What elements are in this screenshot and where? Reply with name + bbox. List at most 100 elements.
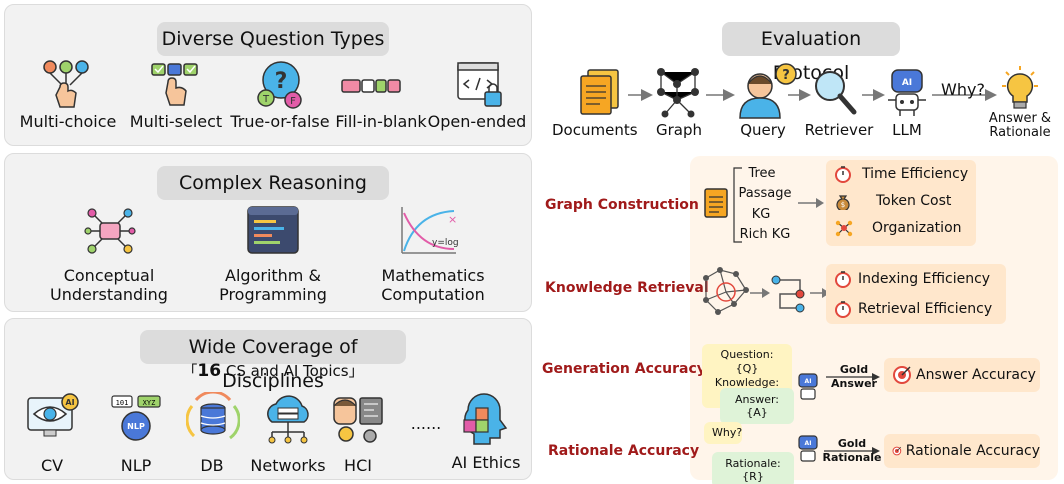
algorithm-label-line1: Algorithm & — [225, 266, 321, 285]
answer-accuracy-text: Answer Accuracy — [916, 367, 1036, 383]
knowledge-retrieval-arrow — [750, 288, 770, 298]
graph-icon — [657, 68, 699, 118]
mathematics-computation-icon: × y=log — [401, 207, 459, 254]
gold-rationale-line1: Gold — [837, 437, 867, 450]
metric-retrieval-efficiency: Retrieval Efficiency — [858, 301, 993, 317]
mathematics-label-line2: Computation — [381, 285, 485, 304]
graph-construction-arrow — [798, 198, 824, 208]
rationale-bubble: Rationale: {R} — [712, 452, 794, 484]
protocol-title: Evaluation Protocol — [722, 22, 900, 84]
disciplines-ellipsis: ...... — [410, 414, 442, 433]
true-or-false-icon: ? T F — [257, 61, 302, 109]
fill-in-blank-icon — [341, 79, 401, 93]
algorithm-label-line2: Programming — [219, 285, 327, 304]
subtitle-rest: CS and AI Topics」 — [221, 362, 364, 380]
graph-type-kg: KG — [751, 207, 771, 222]
answer-rationale-line2: Rationale — [989, 125, 1051, 140]
true-or-false-label: True-or-false — [230, 112, 330, 131]
networks-label: Networks — [250, 456, 326, 475]
svg-text:×: × — [448, 213, 457, 226]
knowledge-retrieval-metrics: Indexing Efficiency Retrieval Efficiency — [826, 264, 1006, 324]
retrieval-path-icon — [771, 275, 805, 313]
rationale-accuracy-metric: Rationale Accuracy — [884, 434, 1040, 468]
metric-token-cost: Token Cost — [876, 192, 952, 209]
why-bubble: Why? — [704, 422, 742, 444]
gold-answer-line2: Answer — [831, 377, 877, 390]
ai-ethics-label: AI Ethics — [451, 453, 521, 472]
llm-label: LLM — [892, 121, 922, 139]
db-label: DB — [200, 456, 224, 475]
documents-icon — [580, 69, 619, 115]
hci-icon — [333, 397, 383, 443]
generation-accuracy-label: Generation Accuracy — [542, 361, 706, 377]
gold-answer-line1: Gold — [839, 363, 869, 376]
svg-text:?: ? — [275, 69, 288, 94]
svg-text:AI: AI — [805, 378, 812, 385]
true-letter: T — [262, 94, 270, 105]
rationale-robot-icon: AI — [798, 435, 818, 462]
metric-indexing-efficiency: Indexing Efficiency — [858, 271, 991, 287]
graph-construction-doc-icon — [704, 188, 728, 218]
question-types-title: Diverse Question Types — [157, 22, 389, 56]
metric-time-efficiency: Time Efficiency — [862, 165, 969, 182]
disciplines-subtitle: 「16 CS and AI Topics」 — [160, 362, 386, 381]
topic-count: 16 — [197, 361, 222, 381]
knowledge-retrieval-label: Knowledge Retrieval — [545, 280, 709, 296]
retriever-magnifier-icon — [815, 71, 857, 115]
retriever-label: Retriever — [804, 121, 874, 139]
rationale-accuracy-text: Rationale Accuracy — [905, 443, 1040, 459]
why-label: Why? — [941, 80, 985, 99]
hci-label: HCI — [344, 456, 372, 475]
organization-icon — [835, 220, 853, 236]
graph-type-passage: Passage — [738, 186, 792, 201]
graph-construction-metrics: Time Efficiency $ Token Cost Organizatio… — [826, 160, 976, 246]
question-text: Question: {Q} — [720, 348, 774, 375]
conceptual-label-line2: Understanding — [50, 285, 168, 304]
nlp-icon: 101 XYZ NLP — [111, 395, 161, 441]
svg-text:NLP: NLP — [127, 422, 145, 431]
cv-label: CV — [40, 456, 64, 475]
conceptual-label-line1: Conceptual — [63, 266, 155, 285]
svg-text:101: 101 — [116, 399, 129, 407]
networks-icon — [267, 395, 309, 444]
graph-type-bracket — [733, 167, 742, 243]
conceptual-understanding-icon — [84, 208, 136, 254]
disciplines-title: Wide Coverage of Disciplines — [140, 330, 406, 392]
db-icon — [186, 392, 240, 440]
lightbulb-icon — [1002, 66, 1038, 109]
open-ended-label: Open-ended — [427, 112, 527, 131]
svg-text:AI: AI — [65, 398, 74, 407]
cv-icon: AI — [27, 393, 79, 437]
multi-choice-label: Multi-choice — [19, 112, 117, 131]
algorithm-programming-icon — [247, 206, 299, 254]
graph-label: Graph — [655, 121, 702, 139]
graph-type-tree: Tree — [748, 166, 776, 181]
svg-text:$: $ — [841, 201, 845, 209]
query-user-icon: ? — [739, 63, 797, 119]
money-bag-icon: $ — [836, 194, 850, 210]
answer-bubble: Answer: {A} — [720, 388, 794, 424]
ai-ethics-icon — [463, 393, 508, 445]
stopwatch-icon — [835, 165, 851, 183]
nlp-label: NLP — [120, 456, 152, 475]
svg-text:?: ? — [782, 68, 790, 83]
subtitle-open: 「 — [182, 362, 198, 380]
stopwatch-icon — [835, 301, 851, 318]
reasoning-title: Complex Reasoning Tasks — [157, 166, 389, 228]
pipeline-arrows — [628, 89, 997, 101]
open-ended-icon — [457, 62, 502, 107]
knowledge-graph-icon — [703, 267, 749, 315]
stopwatch-icon — [835, 271, 851, 288]
target-icon — [893, 366, 911, 384]
generation-robot-icon: AI — [798, 373, 818, 400]
gold-answer-arrow — [826, 373, 880, 381]
gold-rationale-line2: Rationale — [822, 451, 882, 464]
fill-in-blank-label: Fill-in-blank — [335, 112, 427, 131]
rationale-accuracy-label: Rationale Accuracy — [548, 443, 700, 459]
svg-text:AI: AI — [805, 440, 812, 447]
multi-select-label: Multi-select — [129, 112, 223, 131]
query-label: Query — [740, 121, 786, 139]
gold-rationale-arrow — [824, 447, 880, 455]
svg-text:XYZ: XYZ — [143, 399, 156, 407]
svg-text:AI: AI — [902, 78, 912, 88]
